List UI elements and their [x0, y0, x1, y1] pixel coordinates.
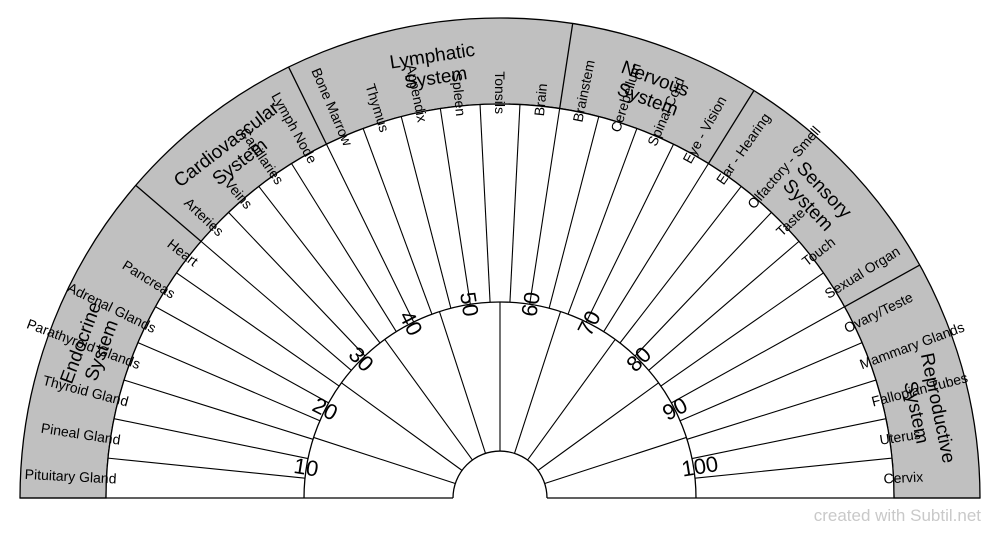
item-divider — [529, 108, 561, 305]
item-divider — [362, 128, 433, 315]
item-label: Pituitary Gland — [24, 466, 117, 487]
item-divider — [679, 342, 863, 422]
item-divider — [200, 240, 352, 371]
item-label: Tonsils — [492, 71, 508, 114]
system-divider — [707, 90, 755, 164]
item-divider — [509, 104, 521, 303]
system-divider — [135, 184, 202, 242]
item-divider — [585, 144, 675, 323]
scale-divider — [313, 436, 456, 485]
scale-divider — [527, 339, 616, 461]
divider-lines-layer — [20, 23, 980, 499]
scale-divider — [544, 436, 687, 485]
item-divider — [155, 306, 329, 404]
item-divider — [137, 342, 321, 422]
scale-divider — [513, 311, 562, 454]
item-divider — [567, 128, 638, 315]
item-divider — [325, 144, 415, 323]
item-divider — [634, 212, 772, 357]
item-label: Cervix — [883, 469, 923, 487]
system-divider — [559, 23, 574, 109]
system-divider — [288, 66, 328, 145]
item-divider — [548, 116, 600, 309]
scale-divider — [384, 339, 473, 461]
item-divider — [671, 306, 845, 404]
credit-watermark: created with Subtil.net — [813, 506, 981, 525]
item-ring-arc — [105, 103, 895, 499]
item-divider — [228, 212, 366, 357]
system-divider — [844, 264, 921, 308]
item-divider — [291, 163, 397, 332]
item-divider — [123, 379, 314, 440]
item-divider — [400, 116, 452, 309]
scale-divider — [341, 382, 463, 471]
item-divider — [479, 104, 491, 303]
item-divider — [439, 108, 471, 305]
scale-divider — [438, 311, 487, 454]
item-divider — [648, 240, 800, 371]
inner-area — [106, 104, 894, 498]
item-divider — [660, 272, 824, 387]
item-divider — [691, 418, 887, 460]
item-divider — [258, 186, 381, 344]
item-divider — [619, 186, 742, 344]
item-divider — [694, 457, 893, 479]
item-sector-layer — [106, 104, 894, 498]
item-label: Spleen — [449, 72, 469, 117]
item-label: Uterus — [878, 426, 921, 448]
item-divider — [113, 418, 309, 460]
item-divider — [603, 163, 709, 332]
scale-divider — [537, 382, 659, 471]
item-divider — [686, 379, 877, 440]
item-label: Brain — [531, 83, 550, 117]
item-divider — [107, 457, 306, 479]
item-divider — [176, 272, 340, 387]
